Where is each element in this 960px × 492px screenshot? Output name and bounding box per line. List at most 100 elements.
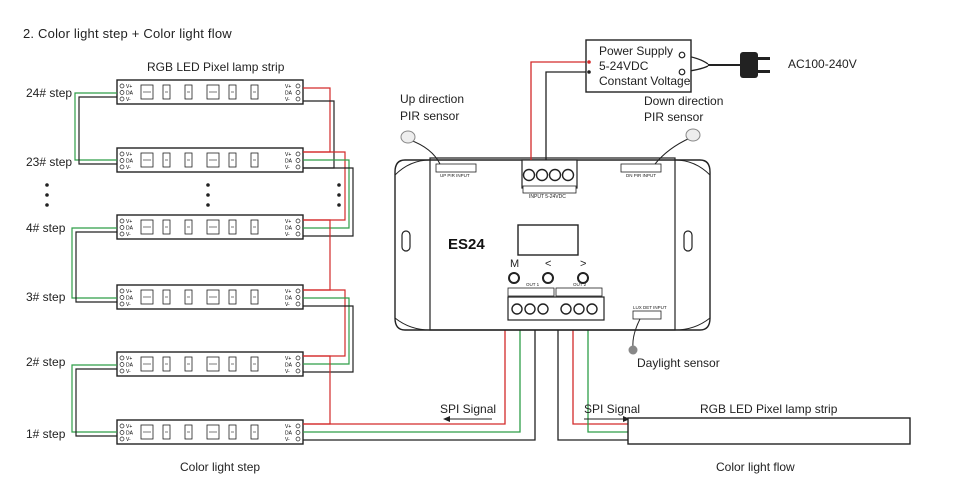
- down-sensor-line1: Down direction: [644, 94, 724, 108]
- strip-pin-dot: [295, 436, 301, 442]
- step-label-1: 1# step: [26, 427, 66, 441]
- strip-pin-dot: [119, 288, 125, 294]
- spi-out1-wiring: [303, 318, 536, 441]
- strip-pin-label: V-: [126, 437, 131, 443]
- strip-pin-label: DA: [126, 296, 134, 302]
- strip-pin-dot: [119, 355, 125, 361]
- spi-arrow-right: [584, 416, 630, 422]
- strip-pin-label: DA: [285, 91, 293, 97]
- power-supply-line1: Power Supply: [599, 44, 674, 58]
- strip-pin-label: V+: [126, 152, 132, 158]
- step-label-4: 4# step: [26, 221, 66, 235]
- strip-pin-label: DA: [126, 91, 134, 97]
- flow-strip: [627, 417, 911, 445]
- dn-pir-input-label: DN PIR INPUT: [626, 173, 657, 178]
- down-pir-sensor-icon: [654, 128, 701, 165]
- strip-pin-label: V-: [285, 302, 290, 308]
- power-supply-box: [585, 39, 692, 93]
- strip-pin-label: V-: [285, 165, 290, 171]
- strip-pin-dot: [119, 151, 125, 157]
- power-supply-line3: Constant Voltage: [599, 74, 691, 88]
- up-sensor-line1: Up direction: [400, 92, 465, 106]
- lux-input-label: LUX DET INPUT: [633, 305, 667, 310]
- power-wiring: [530, 54, 709, 160]
- daylight-sensor-icon: [628, 318, 641, 355]
- step-label-23: 23# step: [26, 155, 73, 169]
- caption-flow: Color light flow: [716, 460, 795, 474]
- strip-pin-label: V+: [126, 356, 132, 362]
- down-sensor-line2: PIR sensor: [644, 110, 704, 124]
- step-label-2: 2# step: [26, 355, 66, 369]
- controller-model: ES24: [448, 236, 485, 253]
- strip-pin-label: DA: [285, 296, 293, 302]
- strip-pin-dot: [295, 288, 301, 294]
- caption-step: Color light step: [180, 460, 261, 474]
- input-label: INPUT 5-24VDC: [529, 194, 566, 200]
- daylight-sensor-label: Daylight sensor: [637, 356, 720, 370]
- strip-pin-dot: [119, 158, 125, 163]
- ac-voltage-label: AC100-240V: [788, 57, 857, 71]
- strip-pin-dot: [119, 362, 125, 367]
- spi-signal-right: SPI Signal: [584, 402, 641, 416]
- spi-arrow-left: [443, 416, 492, 422]
- strip-pin-dot: [295, 423, 301, 429]
- strip-pin-label: DA: [126, 363, 134, 369]
- strip-pin-label: V-: [126, 97, 131, 103]
- strip-pin-dot: [295, 430, 301, 435]
- strip-pin-dot: [119, 225, 125, 230]
- spi-signal-left: SPI Signal: [440, 402, 497, 416]
- strip-pin-label: V+: [285, 424, 291, 430]
- out2-label: OUT 2: [573, 282, 587, 287]
- strip-pin-label: V+: [126, 289, 132, 295]
- strip-pin-label: DA: [285, 431, 293, 437]
- strip-pin-dot: [295, 164, 301, 170]
- step-label-24: 24# step: [26, 86, 73, 100]
- strip-pin-dot: [119, 295, 125, 300]
- strip-pin-label: V+: [285, 356, 291, 362]
- strip-pin-label: V-: [126, 232, 131, 238]
- button-label-next: >: [580, 258, 587, 270]
- strip-pin-dot: [119, 368, 125, 374]
- strip-pin-label: V-: [126, 165, 131, 171]
- strip-pin-dot: [295, 151, 301, 157]
- out1-label: OUT 1: [526, 282, 540, 287]
- strip-pin-dot: [295, 362, 301, 367]
- strip-pin-label: V+: [126, 424, 132, 430]
- step-label-3: 3# step: [26, 290, 66, 304]
- strip-pin-dot: [119, 96, 125, 102]
- strip-pin-dot: [119, 231, 125, 237]
- strip-pin-label: DA: [285, 159, 293, 165]
- strip-pin-label: DA: [126, 226, 134, 232]
- strip-pin-label: V-: [126, 302, 131, 308]
- strip-pin-dot: [295, 158, 301, 163]
- step-strips: [116, 79, 304, 445]
- up-pir-sensor-icon: [400, 130, 441, 165]
- ellipsis-dots: [45, 183, 341, 207]
- strip-pin-dot: [295, 368, 301, 374]
- strip-pin-label: V+: [285, 219, 291, 225]
- step-wiring: [71, 87, 354, 437]
- page-heading: 2. Color light step + Color light flow: [23, 26, 232, 41]
- strip-pin-dot: [295, 218, 301, 224]
- ac-plug-icon: [708, 52, 770, 78]
- strip-pin-dot: [119, 430, 125, 435]
- strip-pin-dot: [295, 231, 301, 237]
- strip-pin-dot: [119, 436, 125, 442]
- button-label-m: M: [510, 258, 520, 270]
- strip-pin-label: V+: [126, 84, 132, 90]
- strip-pin-label: V-: [126, 369, 131, 375]
- strip-pin-dot: [295, 90, 301, 95]
- button-label-prev: <: [545, 258, 552, 270]
- strip-pin-label: DA: [285, 363, 293, 369]
- power-supply-line2: 5-24VDC: [599, 59, 649, 73]
- strip-pin-label: V+: [126, 219, 132, 225]
- strip-pin-label: V+: [285, 152, 291, 158]
- strip-pin-label: V-: [285, 437, 290, 443]
- strip-pin-dot: [119, 423, 125, 429]
- strip-pin-label: V-: [285, 369, 290, 375]
- strip-pin-dot: [119, 164, 125, 170]
- strip-pin-dot: [119, 301, 125, 307]
- strip-pin-dot: [295, 355, 301, 361]
- strip-pin-dot: [295, 96, 301, 102]
